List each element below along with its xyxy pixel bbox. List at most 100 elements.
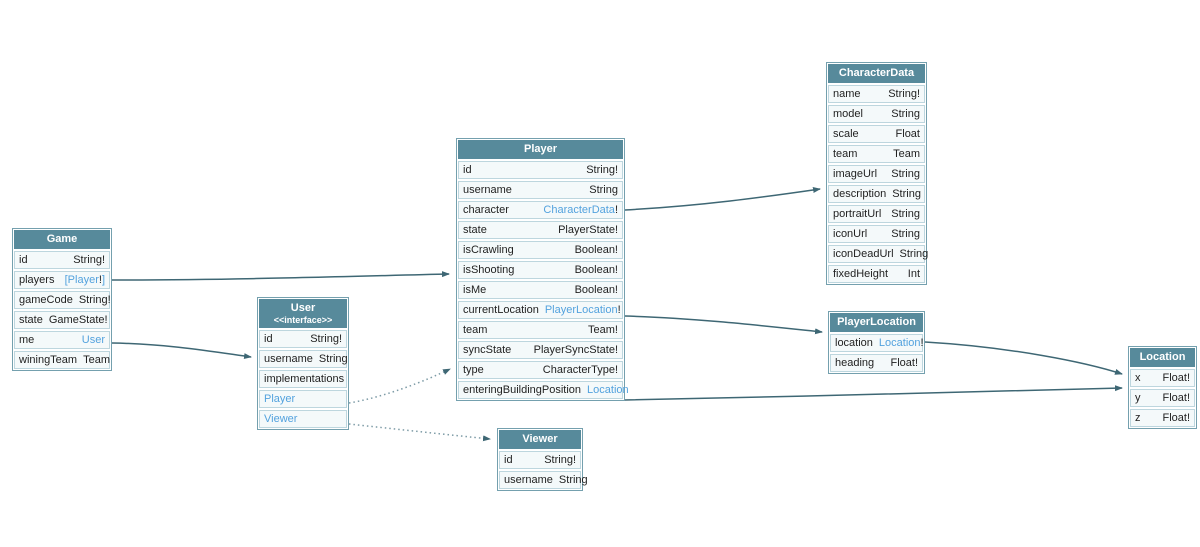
type-text: String xyxy=(891,168,920,180)
field-name: y xyxy=(1135,392,1141,404)
field-row-players: players[Player!] xyxy=(14,271,110,289)
field-type: String! xyxy=(586,164,618,176)
field-name: winingTeam xyxy=(19,354,78,366)
type-text: String! xyxy=(310,333,342,345)
type-link[interactable]: CharacterData xyxy=(543,204,615,216)
type-link[interactable]: ] xyxy=(101,274,105,286)
field-name: x xyxy=(1135,372,1141,384)
field-type: User xyxy=(82,334,105,346)
type-text: Team xyxy=(893,148,920,160)
type-text: String xyxy=(891,208,920,220)
field-type: Int xyxy=(908,268,920,280)
field-type: String xyxy=(892,188,921,200)
field-name: model xyxy=(833,108,863,120)
type-text: Float! xyxy=(1162,392,1190,404)
field-type: CharacterType! xyxy=(543,364,618,376)
edge-user-viewer-to-viewer xyxy=(348,423,491,442)
field-type: String! xyxy=(544,454,576,466)
field-name: team xyxy=(463,324,488,336)
type-link[interactable]: PlayerLocation xyxy=(544,304,618,316)
type-text: GameState! xyxy=(48,314,108,326)
type-node-title: Viewer xyxy=(522,433,558,445)
type-text: String xyxy=(589,184,618,196)
field-name: team xyxy=(833,148,858,160)
type-node-title: PlayerLocation xyxy=(837,316,916,328)
field-type: String xyxy=(319,353,348,365)
field-type: Boolean! xyxy=(575,244,618,256)
type-text: ! xyxy=(614,204,618,216)
field-name: me xyxy=(19,334,35,346)
edge-player-enteringbuildingposition-to-location xyxy=(624,385,1123,401)
type-node-title: Player xyxy=(523,143,558,155)
edge-game-players-to-player xyxy=(111,271,450,281)
field-row-portraitUrl: portraitUrl String xyxy=(828,205,925,223)
type-link[interactable]: Location xyxy=(587,384,629,396)
type-text: ! xyxy=(920,337,924,349)
type-node-stereotype: <<interface>> xyxy=(273,315,333,325)
type-link[interactable]: User xyxy=(81,334,105,346)
field-type: Location! xyxy=(879,337,924,349)
type-node-title: User xyxy=(290,302,316,314)
field-row-implementations: implementations xyxy=(259,370,347,388)
field-row-enteringBuildingPosition: enteringBuildingPosition Location xyxy=(458,381,629,399)
field-type: String xyxy=(900,248,929,260)
field-type: Float! xyxy=(1162,372,1190,384)
type-node-header: CharacterData xyxy=(828,64,925,83)
type-text: Float! xyxy=(890,357,918,369)
field-name: id xyxy=(264,333,273,345)
type-link[interactable]: Location xyxy=(878,337,921,349)
field-name: portraitUrl xyxy=(833,208,882,220)
field-type: String xyxy=(891,228,920,240)
field-type: Float! xyxy=(1162,412,1190,424)
field-row-imageUrl: imageUrl String xyxy=(828,165,925,183)
type-text: Boolean! xyxy=(574,284,618,296)
type-node-header: Game xyxy=(14,230,110,249)
field-row-x: x Float! xyxy=(1130,369,1195,387)
type-node-header: Location xyxy=(1130,348,1195,367)
type-node-header: Player xyxy=(458,140,623,159)
type-text: String xyxy=(899,248,929,260)
implementation-link[interactable]: Player xyxy=(264,393,296,405)
type-text: String xyxy=(318,353,348,365)
type-node-title: CharacterData xyxy=(838,67,915,79)
field-name: enteringBuildingPosition xyxy=(463,384,582,396)
type-link[interactable]: [Player xyxy=(64,274,99,286)
type-node-title: Location xyxy=(1139,351,1186,363)
type-text: String! xyxy=(73,254,105,266)
field-name: scale xyxy=(833,128,859,140)
field-row-character: character CharacterData! xyxy=(458,201,623,219)
field-name: character xyxy=(463,204,509,216)
edge-player-currentlocation-to-playerlocation xyxy=(624,315,823,335)
field-name: currentLocation xyxy=(463,304,539,316)
type-text: String xyxy=(892,188,921,200)
type-text: Float xyxy=(895,128,920,140)
field-name: fixedHeight xyxy=(833,268,889,280)
implementation-link[interactable]: Viewer xyxy=(264,413,298,425)
field-type: PlayerLocation! xyxy=(545,304,621,316)
field-type: PlayerSyncState! xyxy=(534,344,618,356)
type-text: ! xyxy=(617,304,621,316)
field-name: imageUrl xyxy=(833,168,878,180)
field-name: description xyxy=(833,188,887,200)
field-type: String! xyxy=(310,333,342,345)
type-text: Float! xyxy=(1162,412,1190,424)
field-type: String xyxy=(589,184,618,196)
field-row-scale: scale Float xyxy=(828,125,925,143)
